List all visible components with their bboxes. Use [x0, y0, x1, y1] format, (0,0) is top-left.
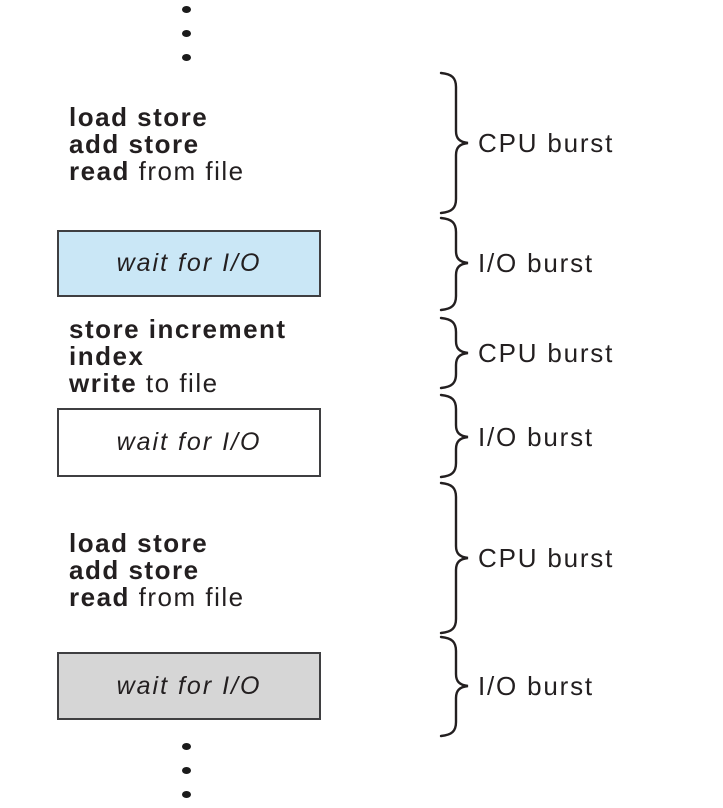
- instruction-text: from file: [129, 156, 245, 186]
- instruction-text: read: [69, 156, 130, 186]
- instruction-text: from file: [129, 582, 245, 612]
- wait-for-io-box: wait for I/O: [57, 230, 321, 297]
- instruction-text: read: [69, 582, 130, 612]
- ellipsis-dot: [182, 6, 191, 13]
- instruction-line: load store: [69, 104, 245, 131]
- burst-brace: [439, 216, 469, 312]
- instruction-text: load store: [69, 102, 209, 132]
- burst-label: CPU burst: [478, 338, 615, 368]
- ellipsis-dot: [182, 767, 191, 774]
- instruction-text: add store: [69, 555, 200, 585]
- instruction-text: add store: [69, 129, 200, 159]
- instruction-line: write to file: [69, 370, 287, 397]
- instruction-line: add store: [69, 131, 245, 158]
- wait-for-io-box: wait for I/O: [57, 652, 321, 720]
- burst-brace: [439, 481, 469, 635]
- instruction-line: load store: [69, 530, 245, 557]
- burst-brace: [439, 71, 469, 215]
- instruction-line: read from file: [69, 584, 245, 611]
- wait-for-io-label: wait for I/O: [116, 671, 262, 700]
- burst-brace: [439, 393, 469, 479]
- burst-label: I/O burst: [478, 671, 594, 701]
- ellipsis-dot: [182, 743, 191, 750]
- ellipsis-dot: [182, 30, 191, 37]
- burst-label: CPU burst: [478, 543, 615, 573]
- burst-label: CPU burst: [478, 128, 615, 158]
- wait-for-io-box: wait for I/O: [57, 408, 321, 477]
- instruction-text: to file: [137, 368, 219, 398]
- instruction-line: index: [69, 343, 287, 370]
- instruction-line: read from file: [69, 158, 245, 185]
- ellipsis-top: [182, 6, 191, 78]
- ellipsis-dot: [182, 791, 191, 798]
- burst-label: I/O burst: [478, 422, 594, 452]
- burst-brace: [439, 635, 469, 738]
- wait-for-io-label: wait for I/O: [116, 428, 262, 456]
- instruction-text: store increment: [69, 314, 287, 344]
- instruction-line: store increment: [69, 316, 287, 343]
- instruction-text: load store: [69, 528, 209, 558]
- wait-for-io-label: wait for I/O: [116, 249, 262, 277]
- ellipsis-bottom: [182, 743, 191, 808]
- instruction-text: write: [69, 368, 138, 398]
- instruction-line: add store: [69, 557, 245, 584]
- burst-brace: [439, 316, 469, 390]
- burst-label: I/O burst: [478, 248, 594, 278]
- instruction-text: index: [69, 341, 145, 371]
- ellipsis-dot: [182, 54, 191, 61]
